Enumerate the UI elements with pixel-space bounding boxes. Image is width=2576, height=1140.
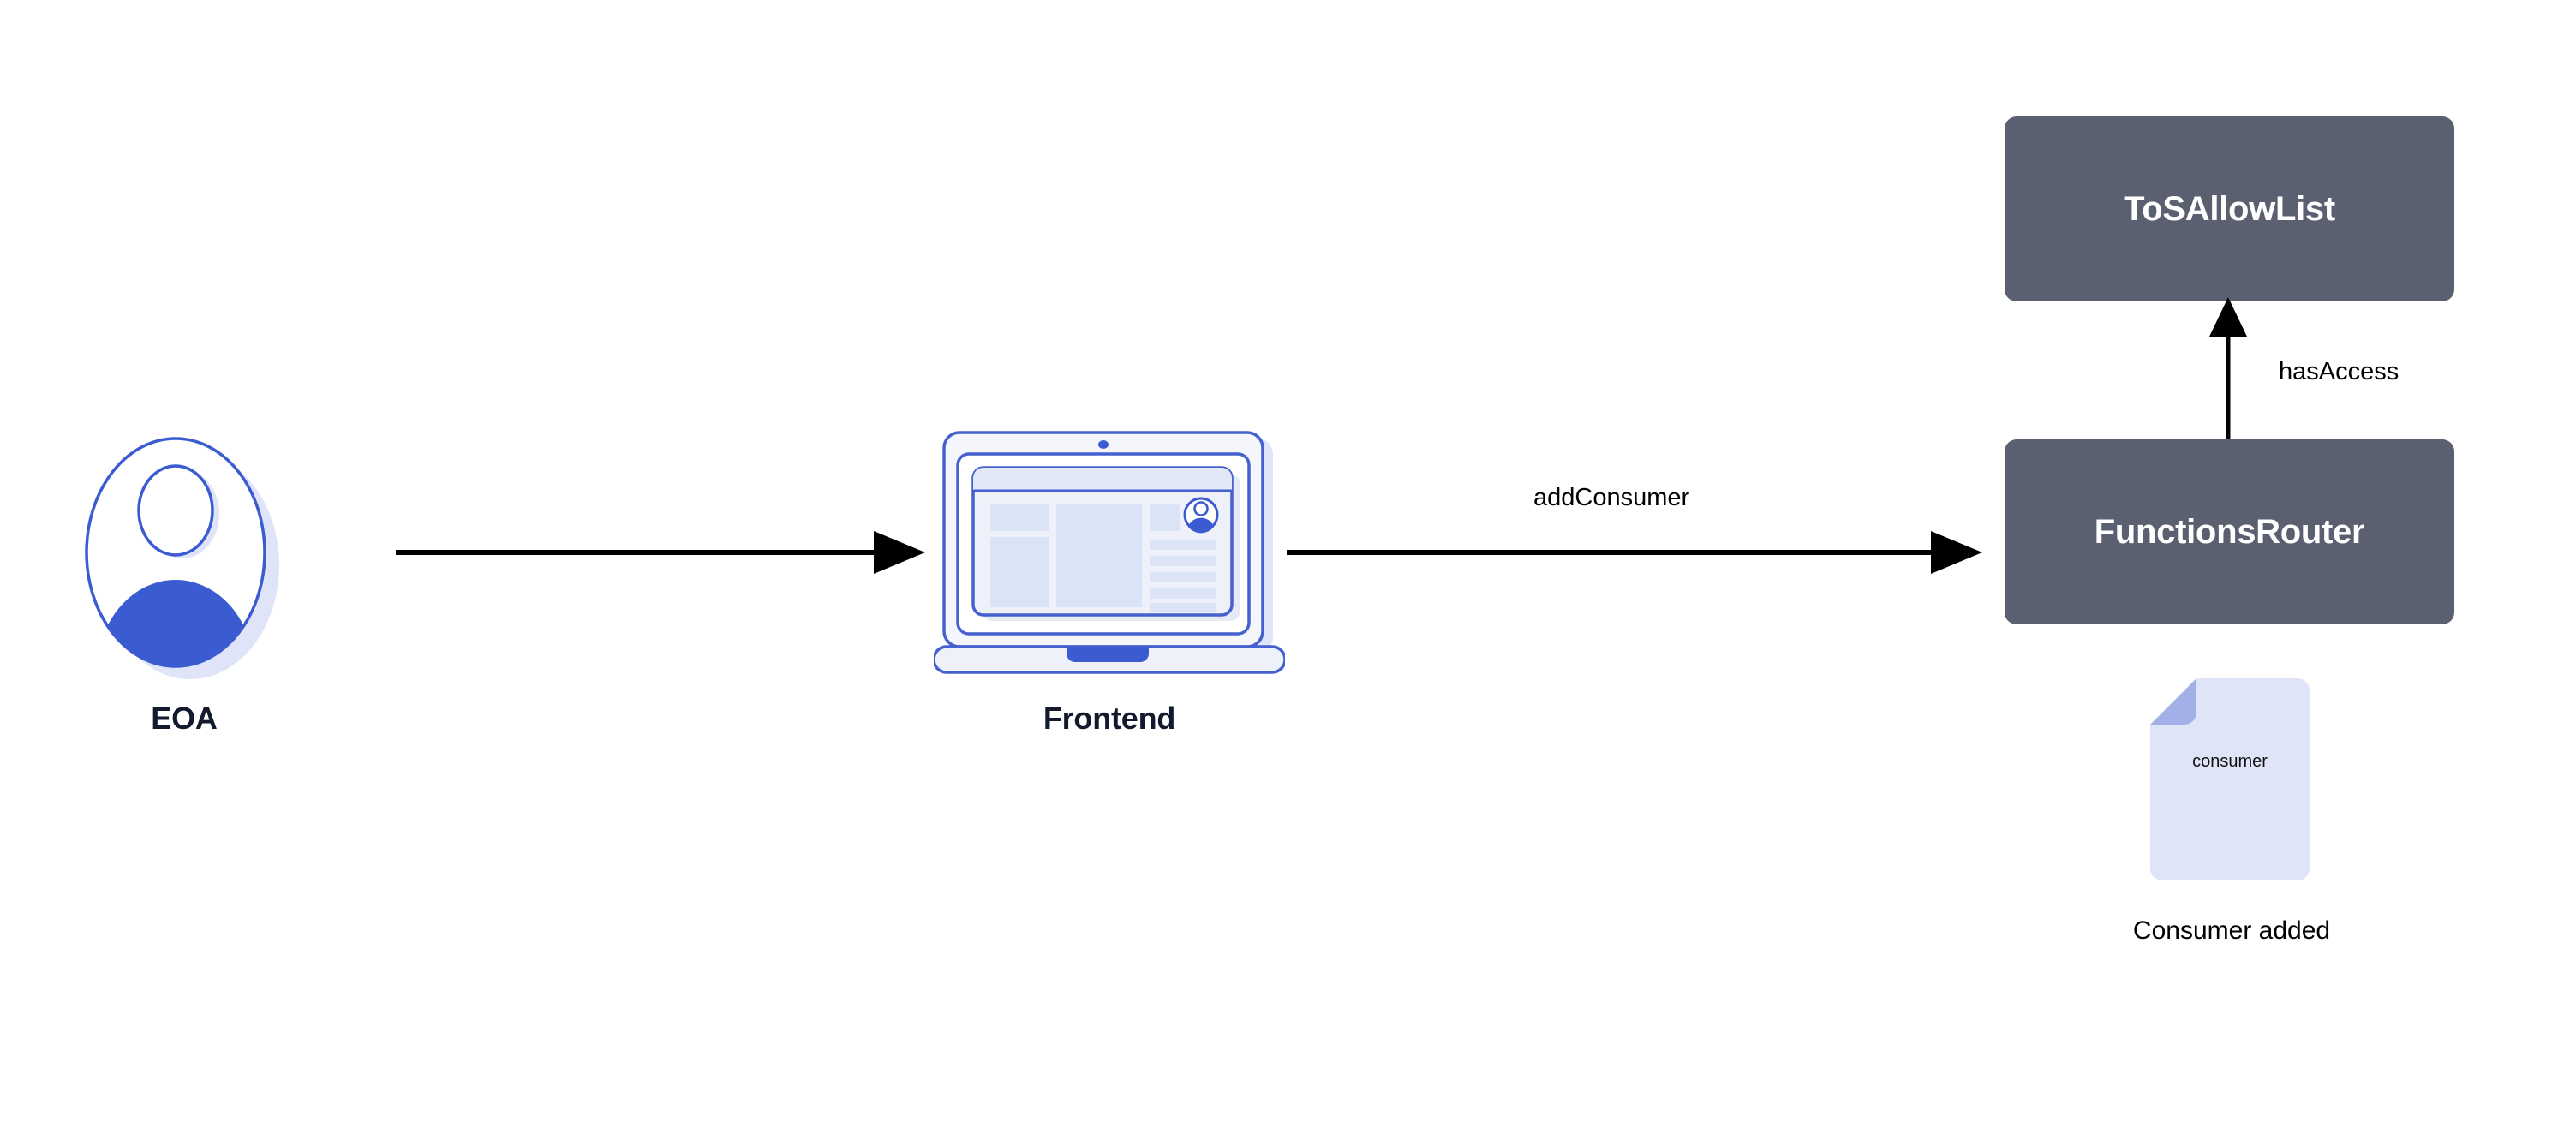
- node-frontend[interactable]: [932, 428, 1287, 677]
- contract-label-tos-allow-list: ToSAllowList: [2124, 189, 2335, 228]
- contract-box-tos-allow-list[interactable]: ToSAllowList: [2005, 116, 2454, 301]
- contract-box-functions-router[interactable]: FunctionsRouter: [2005, 439, 2454, 624]
- document-inner-label: consumer: [2192, 752, 2268, 771]
- edge-router-to-allowlist: [2202, 295, 2270, 445]
- edge-eoa-to-frontend: [394, 514, 925, 591]
- contract-label-functions-router: FunctionsRouter: [2094, 512, 2365, 551]
- document-icon: [2150, 678, 2310, 880]
- edge-label-has-access: hasAccess: [2279, 358, 2400, 385]
- laptop-icon: [932, 431, 1287, 674]
- edge-frontend-to-router: [1285, 514, 1983, 591]
- artifact-consumer-document[interactable]: consumer: [2149, 677, 2311, 882]
- node-label-frontend: Frontend: [1043, 701, 1176, 736]
- document-caption: Consumer added: [2132, 916, 2331, 945]
- user-avatar-icon: [85, 437, 279, 679]
- node-eoa[interactable]: [60, 428, 308, 685]
- edge-label-add-consumer: addConsumer: [1533, 484, 1690, 511]
- node-label-eoa: EOA: [151, 701, 218, 736]
